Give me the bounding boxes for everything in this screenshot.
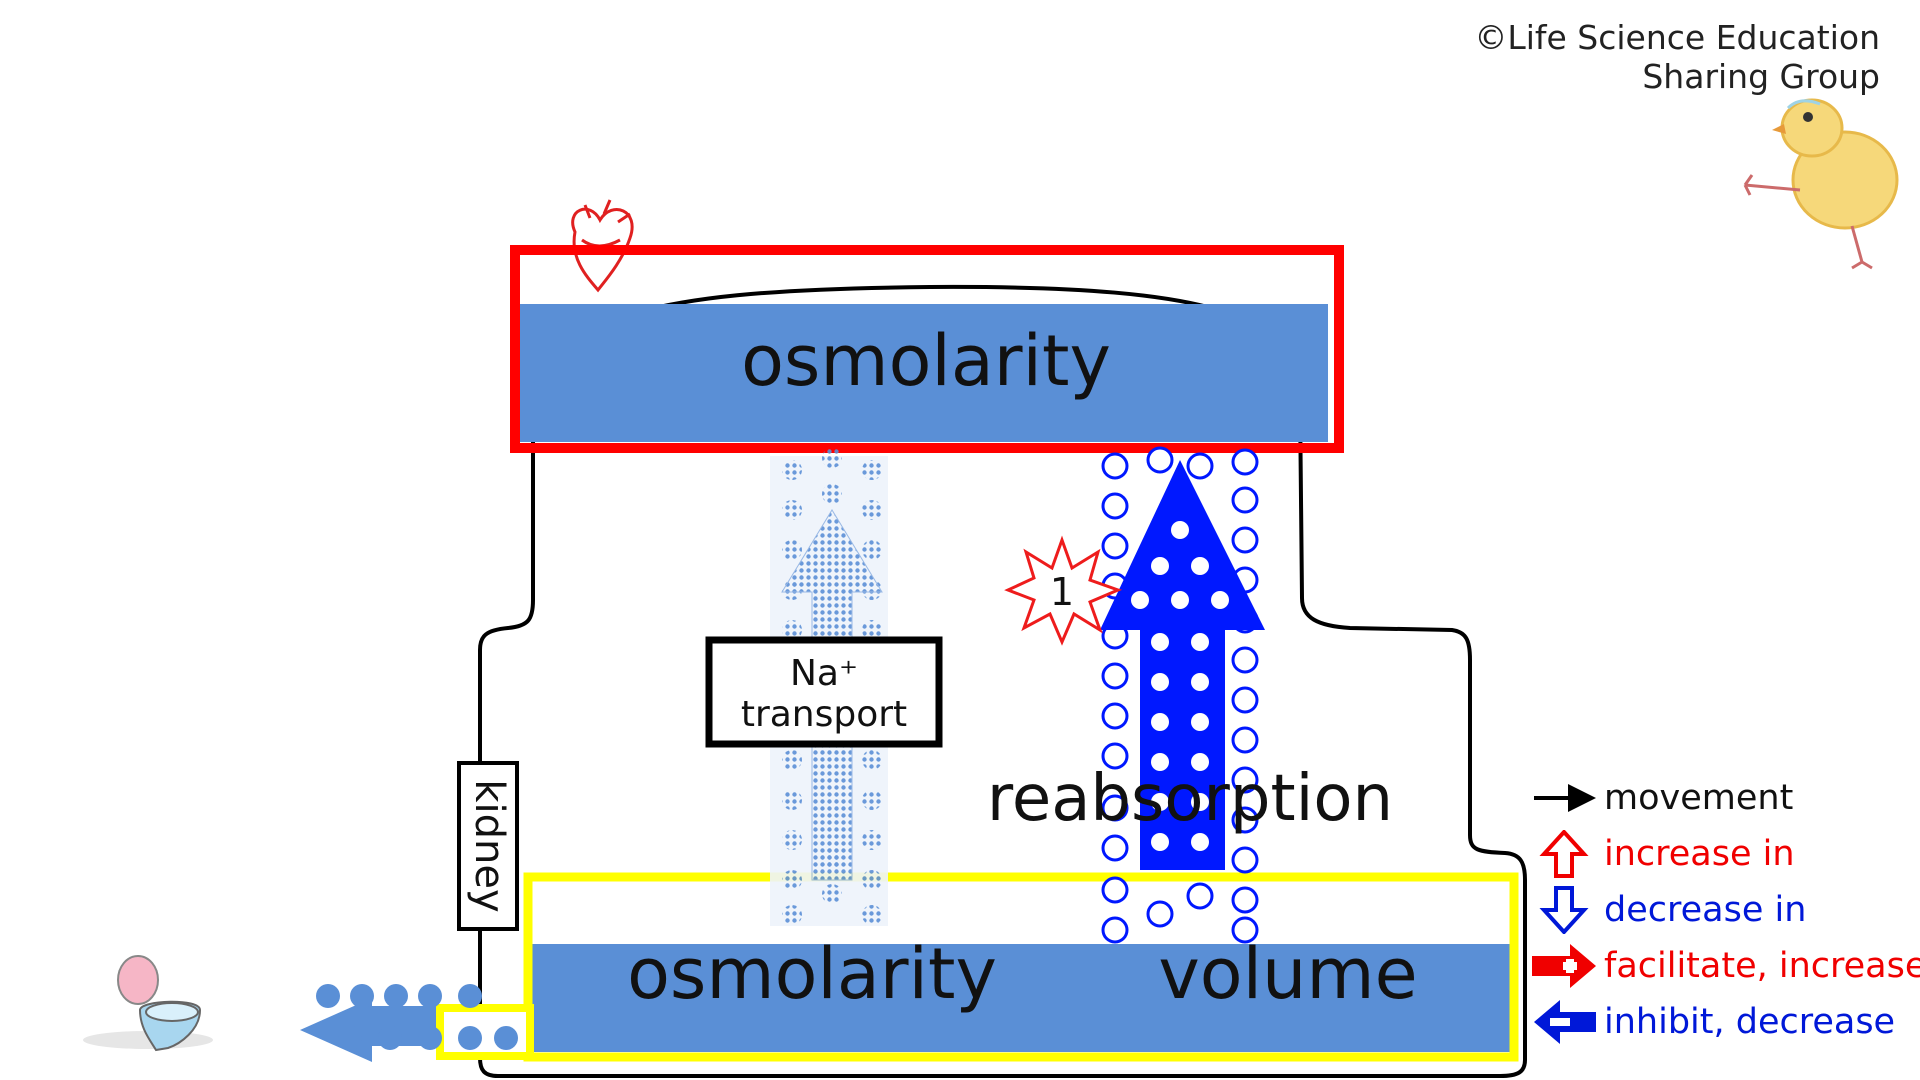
- legend-label-inhibit: inhibit, decrease: [1604, 1002, 1896, 1042]
- legend-row-movement: movement: [1530, 770, 1920, 826]
- water-arrow-dots: [1131, 521, 1229, 851]
- blue-minus-arrow-icon: [1534, 1000, 1596, 1044]
- red-hollow-up-arrow-icon: [1539, 830, 1589, 878]
- urine-outflow-arrow: [300, 984, 534, 1062]
- bottom-compartment-highlight: [523, 872, 1519, 1062]
- legend-row-decrease: decrease in: [1530, 882, 1920, 938]
- legend-row-increase: increase in: [1530, 826, 1920, 882]
- burst-marker-icon: [1004, 535, 1123, 646]
- legend-row-facilitate: facilitate, increase: [1530, 938, 1920, 994]
- legend-label-movement: movement: [1604, 778, 1794, 818]
- kidney-label-box: [457, 761, 519, 931]
- legend-label-decrease: decrease in: [1604, 890, 1807, 930]
- reabsorption-label: reabsorption: [987, 762, 1393, 836]
- blue-hollow-down-arrow-icon: [1539, 886, 1589, 934]
- top-osmolarity-fluid: [520, 304, 1328, 442]
- copyright-line-1: ©Life Science Education: [1474, 18, 1880, 57]
- top-compartment-highlight: [510, 245, 1344, 453]
- kidney-label: kidney: [466, 779, 512, 912]
- top-osmolarity-label: osmolarity: [741, 320, 1111, 402]
- bottom-volume-label: volume: [1158, 933, 1417, 1015]
- water-reabsorption-up-arrow: [1100, 460, 1265, 870]
- na-transport-line-1: Na⁺: [790, 653, 858, 694]
- copyright-text: ©Life Science Education Sharing Group: [1474, 18, 1880, 96]
- chick-mascot-icon: [1743, 98, 1899, 270]
- bottom-osmolarity-label: osmolarity: [627, 933, 997, 1015]
- burst-marker-number: 1: [1050, 570, 1074, 614]
- red-plus-arrow-icon: [1532, 944, 1596, 988]
- legend-label-facilitate: facilitate, increase: [1604, 946, 1920, 986]
- bottom-fluid: [530, 944, 1510, 1052]
- legend-row-inhibit: inhibit, decrease: [1530, 994, 1920, 1050]
- na-transport-line-2: transport: [741, 694, 907, 735]
- na-dot-column: [782, 448, 882, 925]
- toilet-icon: [83, 955, 213, 1052]
- copyright-line-2: Sharing Group: [1642, 57, 1880, 96]
- na-transport-box: [705, 636, 943, 748]
- black-arrow-right-icon: [1534, 784, 1596, 812]
- legend-label-increase: increase in: [1604, 834, 1795, 874]
- legend: movement increase in decrease in facilit…: [1530, 770, 1920, 1050]
